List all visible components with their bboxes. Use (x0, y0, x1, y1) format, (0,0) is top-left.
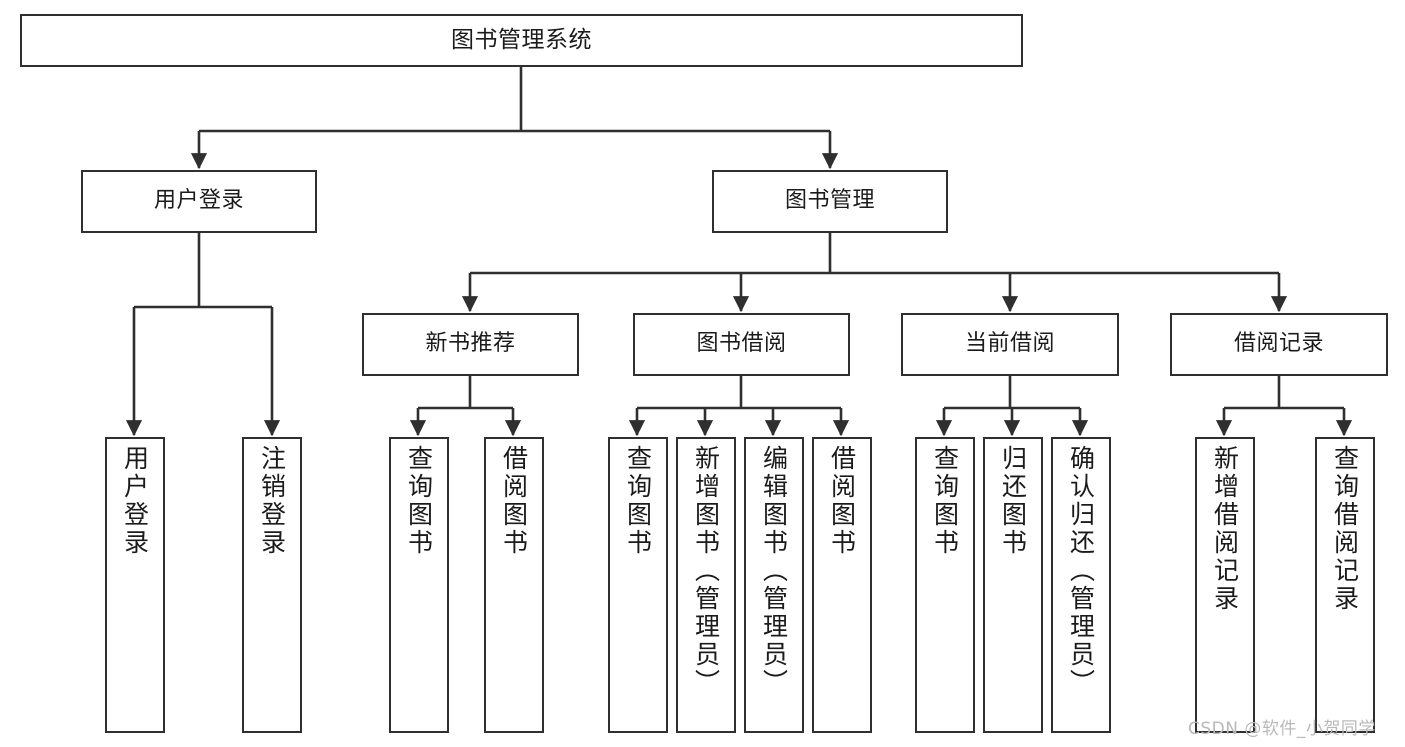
node-current-borrow[interactable]: 当前借阅 (901, 313, 1119, 376)
leaf-edit-book-label: 编辑图书（管理员） (759, 445, 789, 697)
node-user-login[interactable]: 用户登录 (81, 170, 317, 233)
leaf-edit-book[interactable]: 编辑图书（管理员） (744, 437, 804, 733)
node-root-label: 图书管理系统 (451, 26, 592, 53)
leaf-user-login[interactable]: 用户登录 (105, 437, 165, 733)
leaf-add-book-label: 新增图书（管理员） (691, 445, 721, 697)
csdn-watermark: CSDN @软件_小贺同学 (1188, 719, 1376, 739)
node-new-book-recommend[interactable]: 新书推荐 (362, 313, 579, 376)
node-current-borrow-label: 当前借阅 (964, 331, 1055, 357)
leaf-borrow-book-2-label: 借阅图书 (827, 445, 857, 557)
leaf-query-book-2-label: 查询图书 (623, 445, 653, 557)
leaf-logout-login-label: 注销登录 (257, 445, 287, 557)
node-book-borrow-label: 图书借阅 (696, 331, 787, 357)
leaf-add-borrow-record[interactable]: 新增借阅记录 (1195, 437, 1255, 733)
leaf-return-book-label: 归还图书 (998, 445, 1028, 557)
leaf-query-borrow-record[interactable]: 查询借阅记录 (1315, 437, 1375, 733)
node-book-borrow[interactable]: 图书借阅 (633, 313, 850, 376)
leaf-query-borrow-record-label: 查询借阅记录 (1330, 445, 1360, 613)
leaf-logout-login[interactable]: 注销登录 (242, 437, 302, 733)
leaf-query-book-3[interactable]: 查询图书 (915, 437, 975, 733)
node-borrow-record[interactable]: 借阅记录 (1170, 313, 1388, 376)
leaf-confirm-return-label: 确认归还（管理员） (1066, 445, 1096, 697)
node-root[interactable]: 图书管理系统 (20, 14, 1023, 67)
leaf-add-book[interactable]: 新增图书（管理员） (676, 437, 736, 733)
leaf-query-book-3-label: 查询图书 (930, 445, 960, 557)
leaf-user-login-label: 用户登录 (120, 445, 150, 557)
leaf-query-book-2[interactable]: 查询图书 (608, 437, 668, 733)
leaf-query-book-1[interactable]: 查询图书 (389, 437, 449, 733)
leaf-return-book[interactable]: 归还图书 (983, 437, 1043, 733)
leaf-borrow-book-1-label: 借阅图书 (499, 445, 529, 557)
leaf-add-borrow-record-label: 新增借阅记录 (1210, 445, 1240, 613)
node-borrow-record-label: 借阅记录 (1233, 331, 1324, 357)
leaf-borrow-book-1[interactable]: 借阅图书 (484, 437, 544, 733)
leaf-confirm-return[interactable]: 确认归还（管理员） (1051, 437, 1111, 733)
node-book-manage-label: 图书管理 (784, 188, 875, 214)
node-new-book-recommend-label: 新书推荐 (425, 331, 516, 357)
node-book-manage[interactable]: 图书管理 (712, 170, 948, 233)
node-user-login-label: 用户登录 (153, 188, 244, 214)
leaf-query-book-1-label: 查询图书 (404, 445, 434, 557)
leaf-borrow-book-2[interactable]: 借阅图书 (812, 437, 872, 733)
